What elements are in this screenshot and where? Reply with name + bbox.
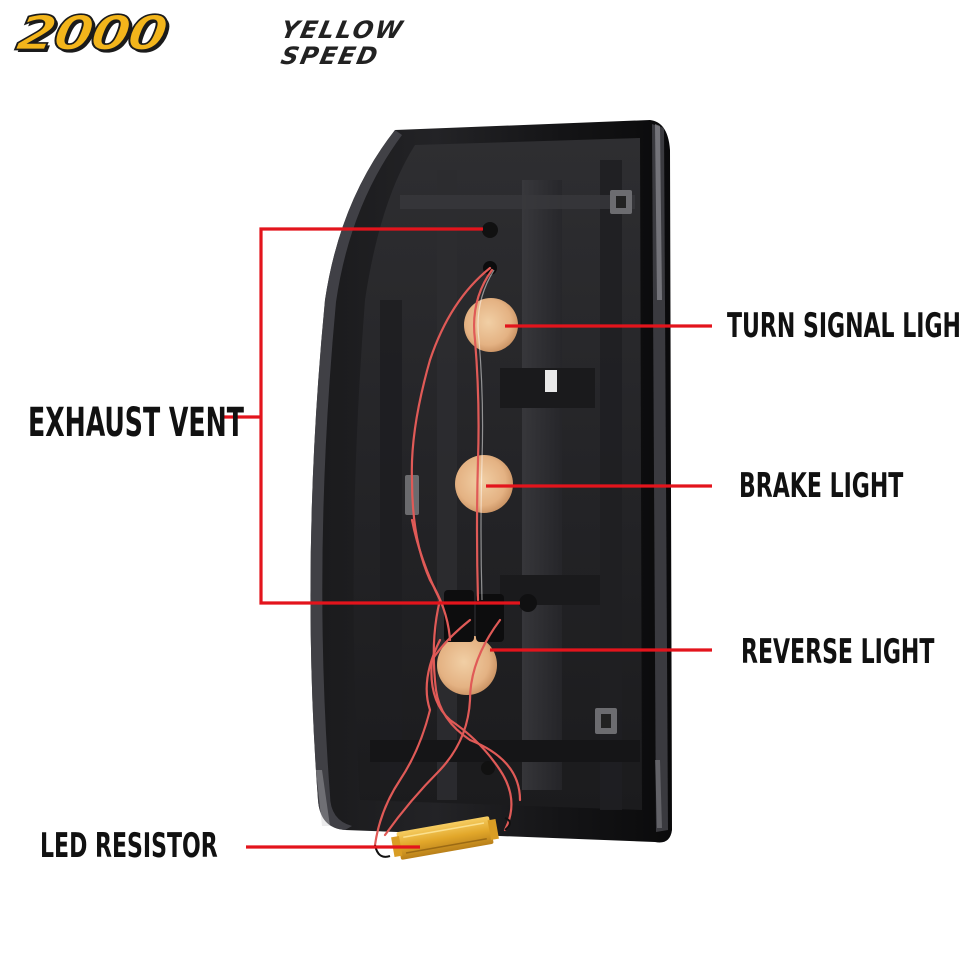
reverse-bulb (437, 635, 497, 695)
brake-bulb (455, 455, 513, 513)
vent-hole-1 (482, 222, 498, 238)
turn-signal-bulb (464, 298, 518, 352)
brake-light-label: BRAKE LIGHT (739, 466, 904, 506)
leader-lines (224, 227, 712, 849)
led-resistor-label: LED RESISTOR (40, 826, 218, 866)
turn-signal-label: TURN SIGNAL LIGHT (727, 306, 960, 346)
brand-logo: 2000 YELLOW SPEED (12, 5, 492, 70)
reverse-light-label: REVERSE LIGHT (741, 632, 935, 672)
housing-chrome-edge (310, 130, 402, 830)
vent-hole-3 (519, 594, 537, 612)
wiring (373, 266, 522, 847)
brand-word-yellow: YELLOW (278, 16, 407, 44)
brand-number: 2000 (12, 5, 171, 62)
brand-word-speed: SPEED (278, 42, 383, 70)
exhaust-vent-label: EXHAUST VENT (28, 400, 244, 446)
housing-right-edge (652, 124, 668, 832)
